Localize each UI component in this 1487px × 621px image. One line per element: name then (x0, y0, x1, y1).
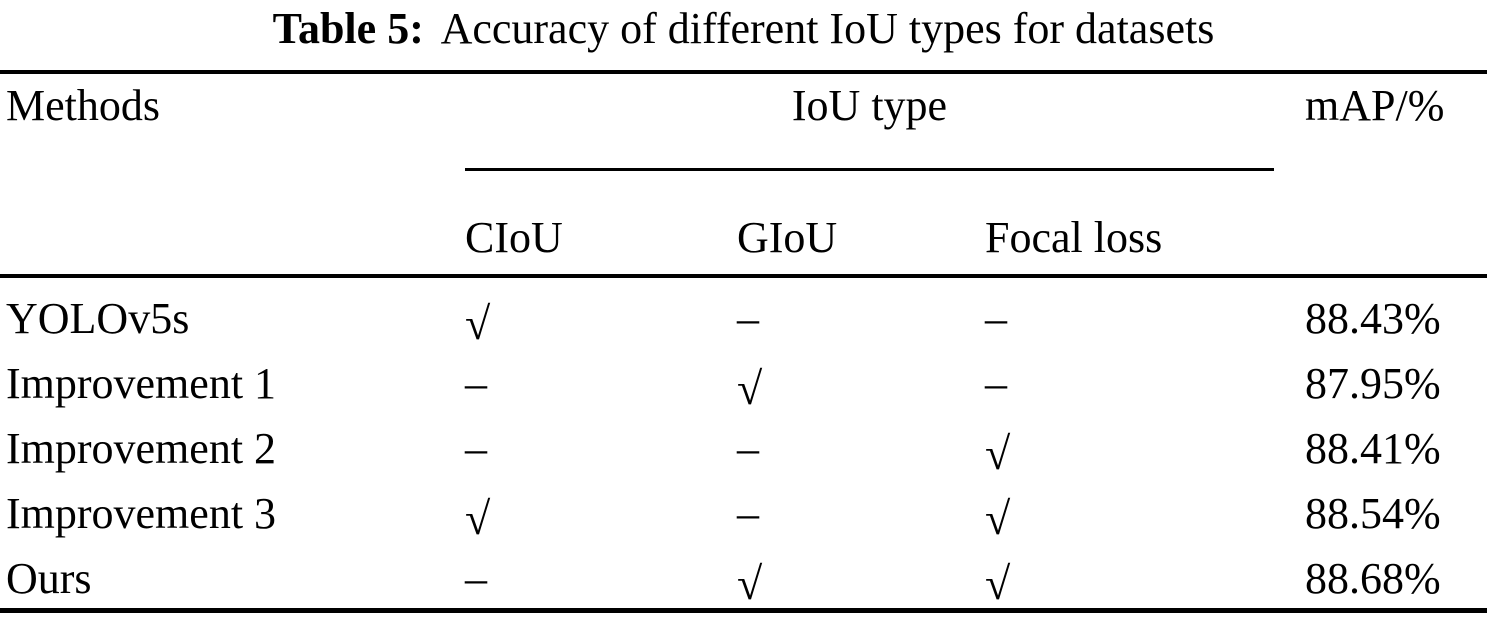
map-value-cell: 88.68% (1305, 554, 1441, 603)
table-row: Improvement 1 – √ – 87.95% (0, 351, 1487, 416)
ciou-dash-mark: – (465, 424, 487, 473)
column-header-methods: Methods (6, 81, 160, 130)
giou-dash-mark: – (737, 424, 759, 473)
subcolumn-header-ciou: CIoU (465, 213, 563, 262)
table-bottom-rule (0, 608, 1487, 613)
table-row: Improvement 2 – – √ 88.41% (0, 416, 1487, 481)
iou-type-group-rule (465, 168, 1274, 171)
ciou-check-mark: √ (465, 298, 491, 349)
subcolumn-header-focal-loss: Focal loss (985, 213, 1163, 262)
column-group-header-iou-type: IoU type (791, 81, 948, 130)
table-mid-rule (0, 274, 1487, 278)
table-subheader-row: CIoU GIoU Focal loss (0, 212, 1487, 264)
focal-dash-mark: – (985, 294, 1007, 343)
giou-dash-mark: – (737, 294, 759, 343)
table-row: Ours – √ √ 88.68% (0, 546, 1487, 611)
giou-check-mark: √ (737, 363, 763, 414)
ciou-dash-mark: – (465, 554, 487, 603)
column-header-map: mAP/% (1305, 81, 1445, 130)
focal-check-mark: √ (985, 428, 1011, 479)
subcolumn-header-giou: GIoU (737, 213, 838, 262)
map-value-cell: 88.41% (1305, 424, 1441, 473)
giou-check-mark: √ (737, 558, 763, 609)
table-body: YOLOv5s √ – – 88.43% Improvement 1 – √ –… (0, 286, 1487, 611)
map-value-cell: 88.54% (1305, 489, 1441, 538)
subheader-spacer (1305, 212, 1487, 264)
ciou-check-mark: √ (465, 493, 491, 544)
table-caption-label: Table 5: (272, 4, 424, 53)
table-header-row: Methods IoU type mAP/% (0, 81, 1487, 131)
giou-dash-mark: – (737, 489, 759, 538)
map-value-cell: 88.43% (1305, 294, 1441, 343)
method-cell: Improvement 2 (6, 424, 277, 473)
focal-dash-mark: – (985, 359, 1007, 408)
table-caption-text: Accuracy of different IoU types for data… (440, 4, 1215, 53)
focal-check-mark: √ (985, 493, 1011, 544)
method-cell: Ours (6, 554, 92, 603)
focal-check-mark: √ (985, 558, 1011, 609)
table-row: YOLOv5s √ – – 88.43% (0, 286, 1487, 351)
map-value-cell: 87.95% (1305, 359, 1441, 408)
table-caption: Table 5: Accuracy of different IoU types … (0, 2, 1487, 56)
table-top-rule (0, 70, 1487, 74)
ciou-dash-mark: – (465, 359, 487, 408)
table-row: Improvement 3 √ – √ 88.54% (0, 481, 1487, 546)
subheader-spacer (0, 212, 465, 264)
method-cell: Improvement 1 (6, 359, 277, 408)
method-cell: Improvement 3 (6, 489, 277, 538)
method-cell: YOLOv5s (6, 294, 190, 343)
